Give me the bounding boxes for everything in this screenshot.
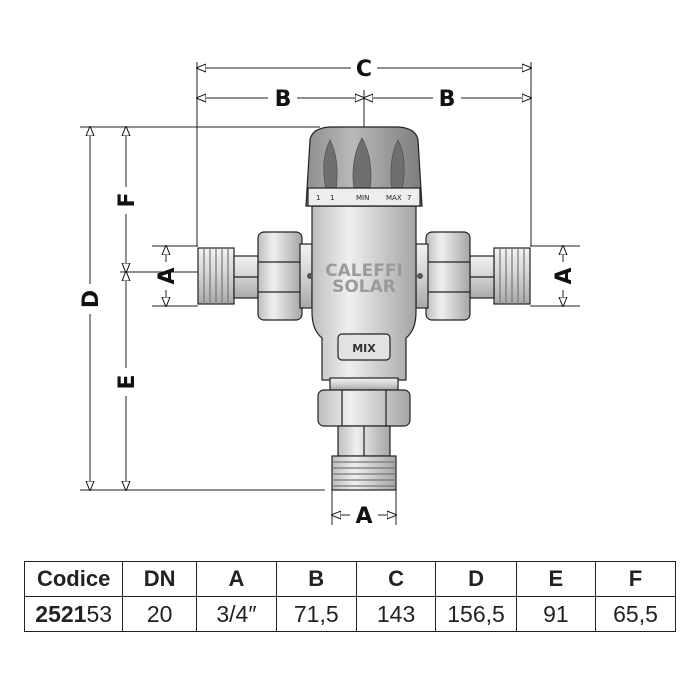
header-a: A (196, 561, 277, 597)
dimension-letters: C B B D F E A A A (79, 57, 577, 529)
left-union-nut (257, 231, 313, 321)
cell-c: 143 (355, 596, 437, 632)
knob-mark-7: 7 (407, 194, 411, 202)
brand-caleffi: CALEFFI (325, 261, 403, 281)
knob-mark-min: MIN (356, 194, 369, 202)
dim-label-b-left: B (275, 87, 292, 112)
dim-label-a-left: A (155, 267, 180, 284)
dimensions-table: Codice DN A B C D E F 252153 20 3/4″ 71,… (23, 561, 676, 632)
header-codice: Codice (23, 561, 124, 597)
mix-label: MIX (352, 342, 376, 355)
valve-dimension-drawing: C B B D F E A A A (79, 57, 580, 529)
thermostatic-mixing-valve: CALEFFI SOLAR MIX 1 1 MIN MAX 7 (197, 126, 531, 491)
left-threaded-connection (197, 247, 259, 305)
knob-mark-max: MAX (386, 194, 402, 202)
cell-codice: 252153 (23, 596, 124, 632)
cell-b: 71,5 (275, 596, 357, 632)
dim-label-e: E (115, 374, 140, 389)
header-e: E (515, 561, 597, 597)
valve-body: CALEFFI SOLAR MIX (307, 205, 423, 381)
temperature-knob: 1 1 MIN MAX 7 (305, 126, 423, 207)
code-suffix: 53 (86, 600, 113, 627)
right-union-nut (415, 231, 471, 321)
header-dn: DN (122, 561, 198, 597)
code-prefix: 2521 (35, 600, 87, 627)
cell-dn: 20 (122, 596, 198, 632)
header-f: F (595, 561, 676, 597)
bottom-union-nut (317, 377, 411, 457)
dim-label-a-right: A (552, 267, 577, 284)
dim-label-c: C (356, 57, 372, 82)
table-header-row: Codice DN A B C D E F (23, 561, 676, 597)
header-c: C (355, 561, 437, 597)
header-b: B (275, 561, 357, 597)
cell-f: 65,5 (595, 596, 676, 632)
cell-d: 156,5 (435, 596, 517, 632)
header-d: D (435, 561, 517, 597)
right-threaded-connection (469, 247, 531, 305)
dim-label-a-bottom: A (355, 504, 372, 529)
dimension-lines (90, 68, 563, 515)
knob-mark-2: 1 (330, 194, 334, 202)
cell-e: 91 (515, 596, 597, 632)
brand-solar: SOLAR (332, 277, 396, 297)
dim-label-d: D (79, 290, 104, 308)
table-row: 252153 20 3/4″ 71,5 143 156,5 91 65,5 (23, 596, 676, 632)
bottom-threaded-connection (331, 455, 397, 491)
knob-mark-1: 1 (316, 194, 320, 202)
dim-label-f: F (115, 192, 140, 207)
dim-label-b-right: B (439, 87, 456, 112)
cell-a: 3/4″ (196, 596, 277, 632)
